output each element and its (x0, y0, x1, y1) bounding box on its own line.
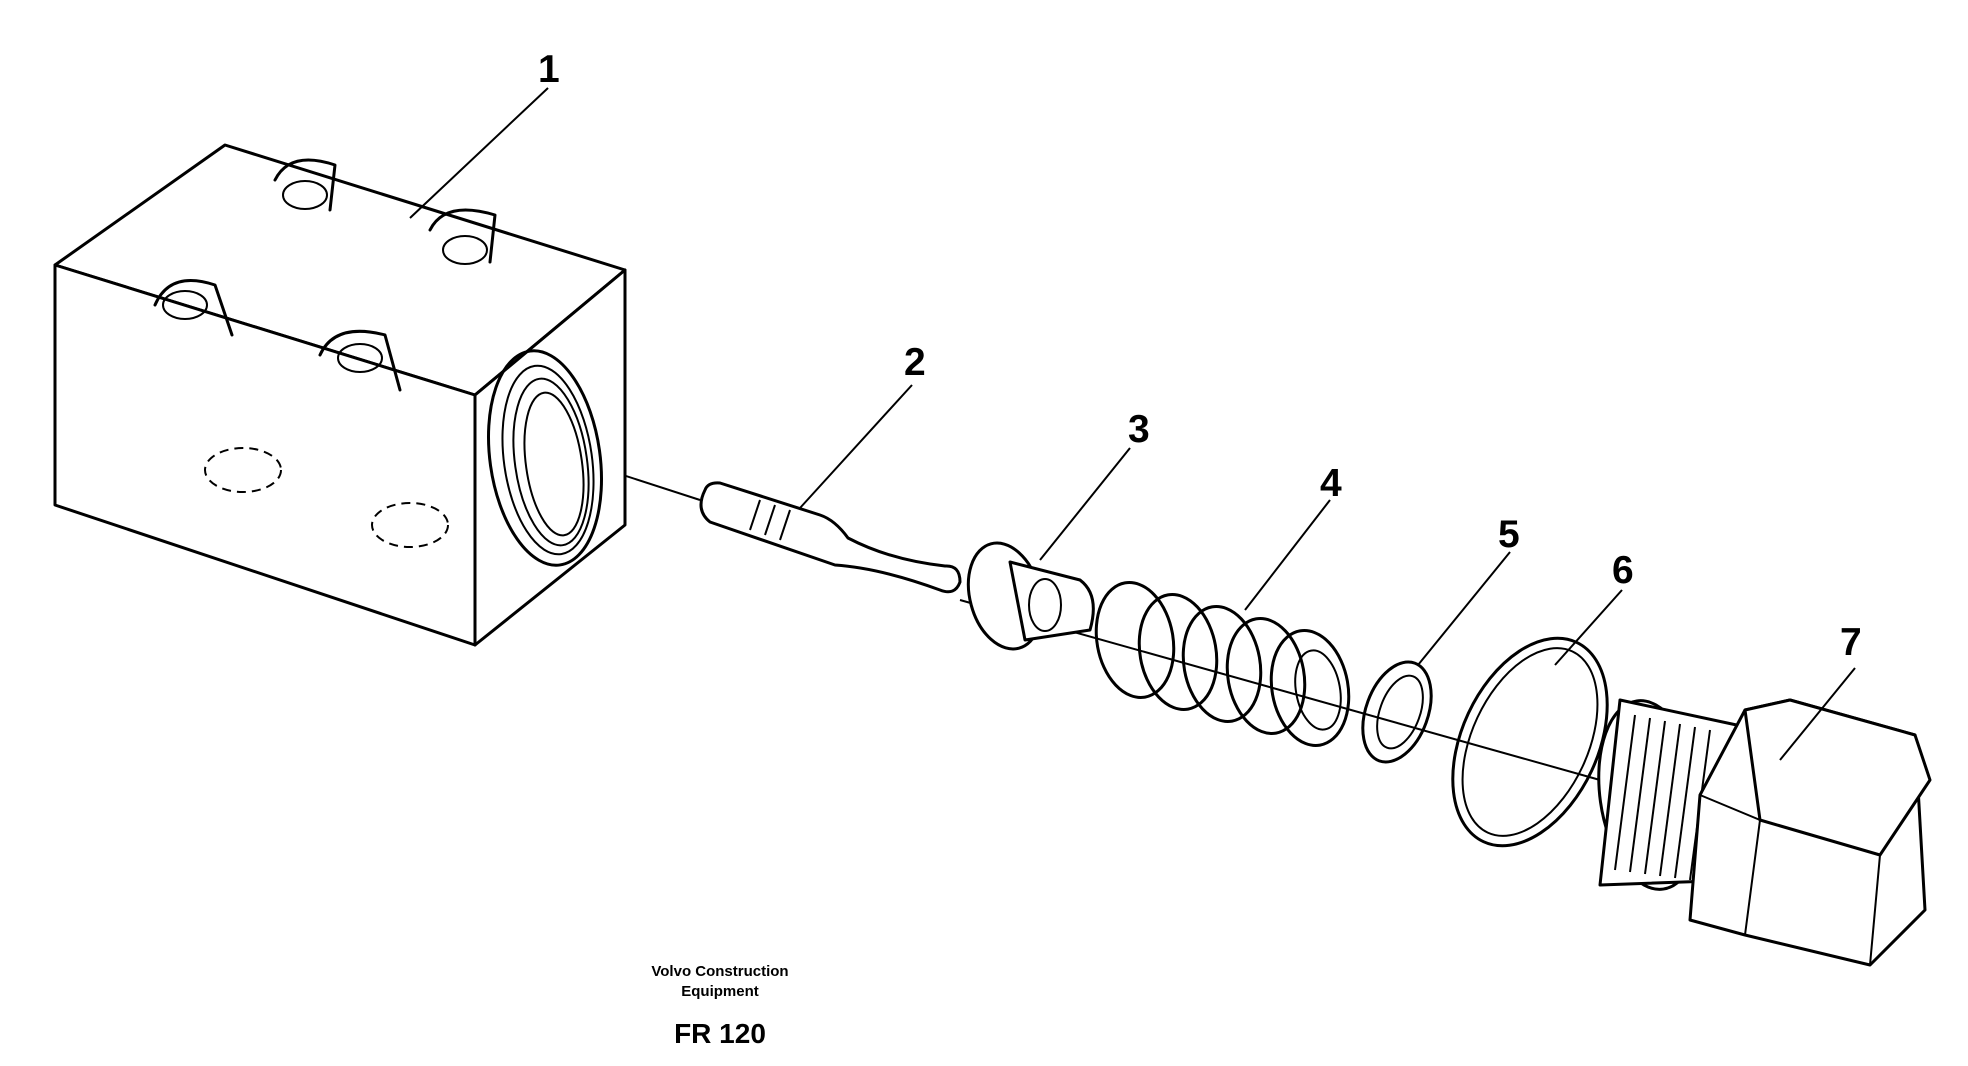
callout-5: 5 (1498, 513, 1520, 556)
callout-2: 2 (904, 341, 926, 384)
coil-spring-icon (1094, 581, 1351, 747)
drawing-number: FR 120 (674, 1018, 766, 1049)
hex-plug-icon (1597, 698, 1932, 967)
callout-numbers: 1 2 3 4 5 6 7 (538, 48, 1862, 664)
publisher-name-line1: Volvo Construction (651, 963, 789, 980)
callout-1: 1 (538, 48, 560, 91)
valve-seat-icon (966, 541, 1095, 651)
callout-6: 6 (1612, 549, 1634, 592)
callout-4: 4 (1320, 462, 1342, 505)
callout-7: 7 (1840, 621, 1862, 664)
washer-icon (1361, 660, 1433, 764)
callout-leaders (409, 87, 1856, 761)
publisher-name-line2: Equipment (681, 983, 759, 1000)
valve-pin-icon (699, 481, 962, 594)
valve-block-icon (53, 143, 627, 647)
callout-3: 3 (1128, 408, 1150, 451)
